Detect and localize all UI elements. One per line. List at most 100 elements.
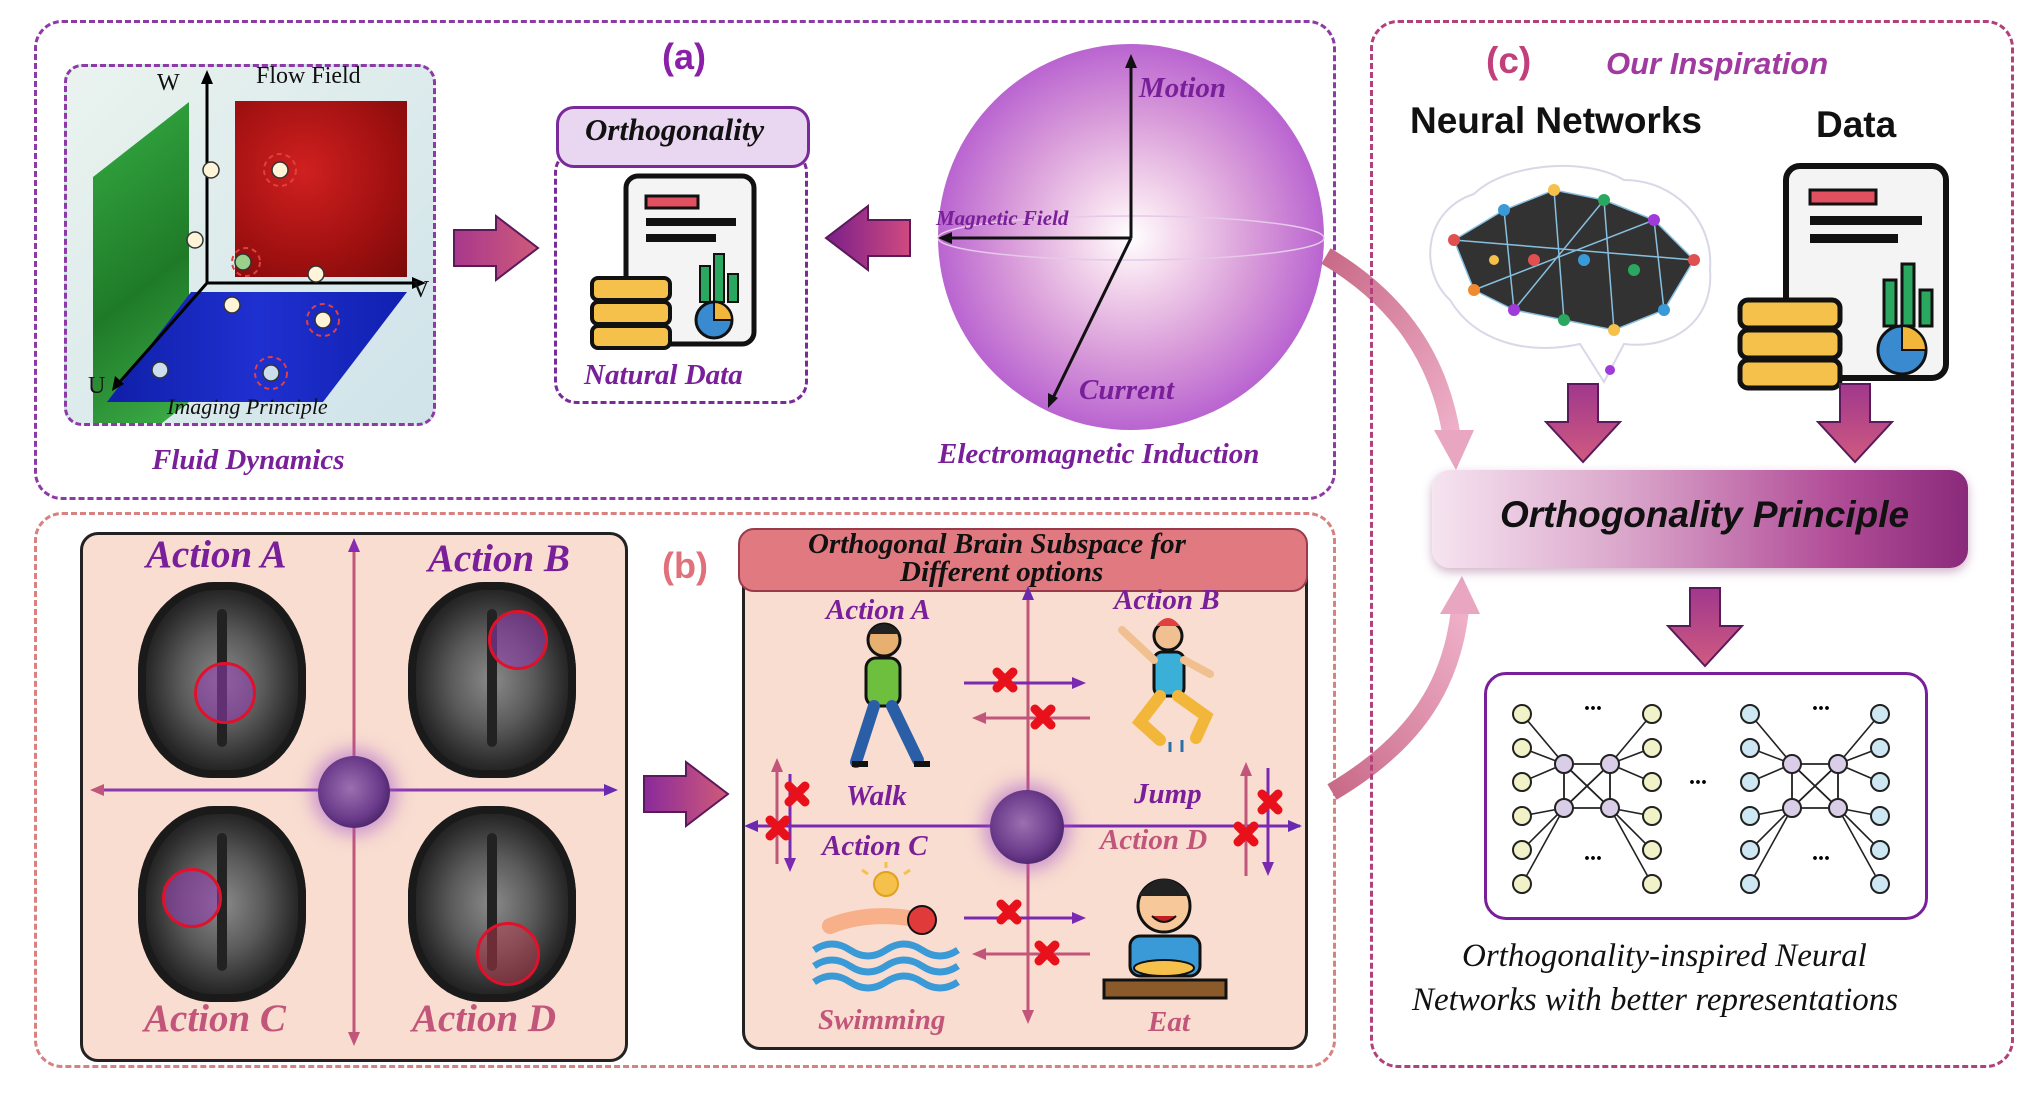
network-hidden-node <box>1600 798 1620 818</box>
brain-action-c: Action C <box>144 997 286 1040</box>
network-ellipsis-top-2: ... <box>1812 690 1830 716</box>
data-label: Data <box>1816 104 1897 145</box>
subspace-action-a: Action A <box>826 594 931 626</box>
network-node <box>1512 874 1532 894</box>
network-node <box>1740 874 1760 894</box>
orthogonality-title-pill <box>556 106 810 168</box>
swimming-person-icon <box>812 862 960 992</box>
brain-center-orb <box>318 756 390 828</box>
caption-line-1: Orthogonality-inspired Neural <box>1462 938 1867 974</box>
network-node <box>1740 806 1760 826</box>
roi-marker-c <box>162 868 222 928</box>
network-node <box>1870 806 1890 826</box>
walk-label: Walk <box>846 780 907 812</box>
orthogonality-principle-label: Orthogonality Principle <box>1500 494 1910 535</box>
network-hidden-node <box>1828 754 1848 774</box>
neural-networks-label: Neural Networks <box>1410 100 1702 141</box>
network-ellipsis-middle: ... <box>1689 764 1707 790</box>
roi-marker-a <box>194 662 256 724</box>
arrow-left-icon <box>824 203 911 273</box>
network-node <box>1512 772 1532 792</box>
brain-action-a: Action A <box>146 533 287 576</box>
panel-c-tag: (c) <box>1486 40 1532 81</box>
fluid-dynamics-label: Fluid Dynamics <box>152 444 345 476</box>
eating-person-icon <box>1102 878 1228 1000</box>
brain-scan-d <box>408 806 576 1002</box>
neural-brain-icon <box>1429 164 1712 384</box>
natural-data-label: Natural Data <box>584 359 743 391</box>
network-node <box>1740 738 1760 758</box>
network-node <box>1870 738 1890 758</box>
red-plane <box>235 101 407 277</box>
current-label: Current <box>1079 374 1175 406</box>
electromagnetic-induction-label: Electromagnetic Induction <box>938 438 1260 470</box>
subspace-title-line2: Different options <box>900 556 1104 588</box>
network-node <box>1642 772 1662 792</box>
network-node <box>1870 772 1890 792</box>
subspace-action-d: Action D <box>1100 824 1208 856</box>
jumping-person-icon <box>1118 618 1214 752</box>
panel-b-tag: (b) <box>662 545 708 586</box>
network-node <box>1740 840 1760 860</box>
network-hidden-node <box>1600 754 1620 774</box>
motion-label: Motion <box>1139 72 1227 104</box>
data-document-icon <box>1737 163 1949 391</box>
brain-action-b: Action B <box>428 537 570 580</box>
arrow-right-icon <box>643 759 730 829</box>
network-ellipsis-top-1: ... <box>1584 690 1602 716</box>
subspace-center-orb <box>990 790 1064 864</box>
roi-marker-d <box>476 922 540 986</box>
network-hidden-node <box>1554 798 1574 818</box>
panel-a-tag: (a) <box>662 36 706 77</box>
network-node <box>1740 772 1760 792</box>
orthogonal-network-diagram <box>1512 704 1890 894</box>
network-node <box>1642 874 1662 894</box>
swimming-label: Swimming <box>818 1004 946 1036</box>
network-box <box>1484 672 1928 920</box>
axis-u-label: U <box>88 373 106 399</box>
network-ellipsis-bottom-1: ... <box>1584 840 1602 866</box>
network-node <box>1870 874 1890 894</box>
magnetic-field-label: Magnetic Field <box>936 206 1069 230</box>
network-ellipsis-bottom-2: ... <box>1812 840 1830 866</box>
network-node <box>1512 806 1532 826</box>
caption-line-2: Networks with better representations <box>1412 982 1899 1018</box>
walking-person-icon <box>850 622 930 768</box>
flow-field-figure <box>64 64 436 426</box>
data-document-icon <box>590 173 757 350</box>
axis-v-label: V <box>412 277 430 303</box>
subspace-action-c: Action C <box>822 830 928 862</box>
panel-c <box>1370 20 2014 1068</box>
network-node <box>1642 704 1662 724</box>
network-hidden-node <box>1554 754 1574 774</box>
axis-w-label: W <box>157 70 180 96</box>
brain-action-d: Action D <box>412 997 557 1040</box>
orthogonality-principle-banner <box>1432 470 1968 568</box>
flow-field-label: Flow Field <box>256 63 361 89</box>
network-hidden-node <box>1782 754 1802 774</box>
network-hidden-node <box>1828 798 1848 818</box>
network-hidden-node <box>1782 798 1802 818</box>
jump-label: Jump <box>1134 778 1202 810</box>
subspace-title-pill <box>738 528 1308 592</box>
eat-label: Eat <box>1148 1006 1190 1038</box>
orthogonality-title: Orthogonality <box>585 112 765 147</box>
imaging-principle-label: Imaging Principle <box>167 394 328 419</box>
roi-marker-b <box>488 610 548 670</box>
network-node <box>1740 704 1760 724</box>
network-node <box>1642 840 1662 860</box>
network-node <box>1512 840 1532 860</box>
subspace-title-line1: Orthogonal Brain Subspace for <box>808 528 1186 560</box>
network-node <box>1870 840 1890 860</box>
network-node <box>1642 806 1662 826</box>
network-node <box>1512 704 1532 724</box>
arrow-right-icon <box>453 213 540 283</box>
inspiration-label: Our Inspiration <box>1606 46 1829 81</box>
cross-mark-icon <box>765 667 1283 966</box>
network-node <box>1512 738 1532 758</box>
subspace-action-b: Action B <box>1114 584 1220 616</box>
